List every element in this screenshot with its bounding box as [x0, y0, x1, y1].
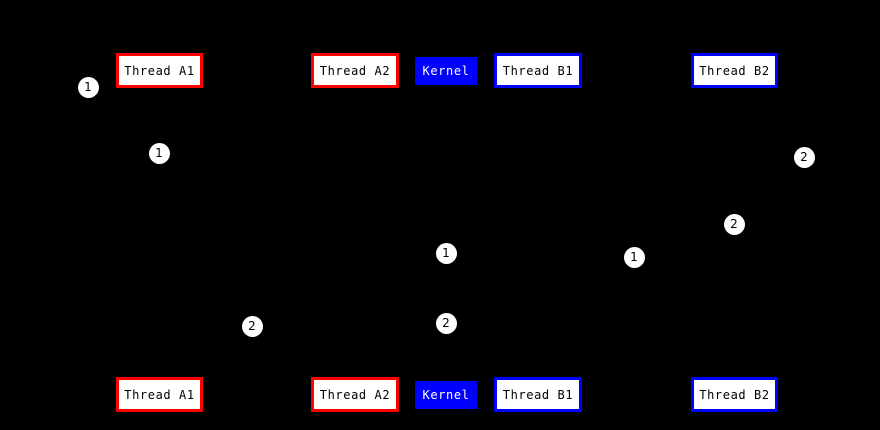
lifeline-stub-thread-b1-top [537, 88, 539, 94]
lifeline-stub-thread-b1-bottom [537, 371, 539, 378]
lifeline-stub-thread-a1-top [158, 88, 160, 94]
participant-label: Thread A2 [319, 387, 391, 402]
step-badge: 1 [77, 76, 99, 98]
participant-box-thread-a1-bottom[interactable]: Thread A1 [116, 377, 203, 412]
message-arrow-kernel-to-a2 [264, 338, 355, 339]
message-arrow-a1-to-kernel [159, 195, 447, 201]
step-badge-label: 1 [155, 146, 163, 160]
participant-box-thread-b2-bottom[interactable]: Thread B2 [691, 377, 778, 412]
participant-label: Thread B2 [699, 387, 770, 402]
lifeline-thread-a1 [159, 88, 160, 377]
participant-box-thread-b2-top[interactable]: Thread B2 [691, 53, 778, 88]
participant-box-thread-b1-top[interactable]: Thread B1 [494, 53, 582, 88]
step-badge: 2 [435, 312, 457, 334]
participant-label: Thread B2 [699, 63, 770, 78]
participant-box-thread-a2-bottom[interactable]: Thread A2 [311, 377, 399, 412]
participant-box-thread-a2-top[interactable]: Thread A2 [311, 53, 399, 88]
step-badge-label: 1 [84, 80, 92, 94]
participant-label: Thread A1 [124, 63, 195, 78]
step-badge: 1 [435, 242, 457, 264]
message-arrow-b2-to-kernel [158, 268, 446, 269]
message-arrow-kernel-to-b1 [446, 285, 539, 291]
participant-label: Thread B1 [502, 63, 574, 78]
step-badge: 1 [623, 246, 645, 268]
step-badge-label: 1 [442, 246, 450, 260]
step-badge-label: 2 [730, 217, 738, 231]
participant-box-thread-a1-top[interactable]: Thread A1 [116, 53, 203, 88]
lifeline-thread-a2 [355, 88, 356, 377]
participant-label: Thread A1 [124, 387, 195, 402]
step-badge: 1 [148, 142, 170, 164]
step-badge-label: 2 [442, 316, 450, 330]
step-badge: 2 [723, 213, 745, 235]
step-badge-label: 2 [248, 319, 256, 333]
participant-box-kernel-top[interactable]: Kernel [415, 57, 477, 85]
lifeline-stub-thread-b2-bottom [733, 371, 735, 378]
participant-label: Kernel [422, 64, 470, 78]
step-badge: 2 [241, 315, 263, 337]
participant-label: Kernel [422, 388, 470, 402]
lifeline-stub-thread-a1-bottom [158, 371, 160, 378]
lifeline-thread-b1 [538, 88, 539, 377]
lifeline-stub-thread-a2-bottom [354, 371, 356, 378]
lifeline-stub-thread-a2-top [354, 88, 356, 94]
participant-label: Thread B1 [502, 387, 574, 402]
step-badge-label: 1 [630, 250, 638, 264]
participant-label: Thread A2 [319, 63, 391, 78]
step-badge: 2 [793, 146, 815, 168]
lifeline-kernel [446, 85, 447, 381]
step-badge-label: 2 [800, 150, 808, 164]
participant-box-kernel-bottom[interactable]: Kernel [415, 381, 477, 409]
lifeline-stub-thread-b2-top [733, 88, 735, 94]
participant-box-thread-b1-bottom[interactable]: Thread B1 [494, 377, 582, 412]
